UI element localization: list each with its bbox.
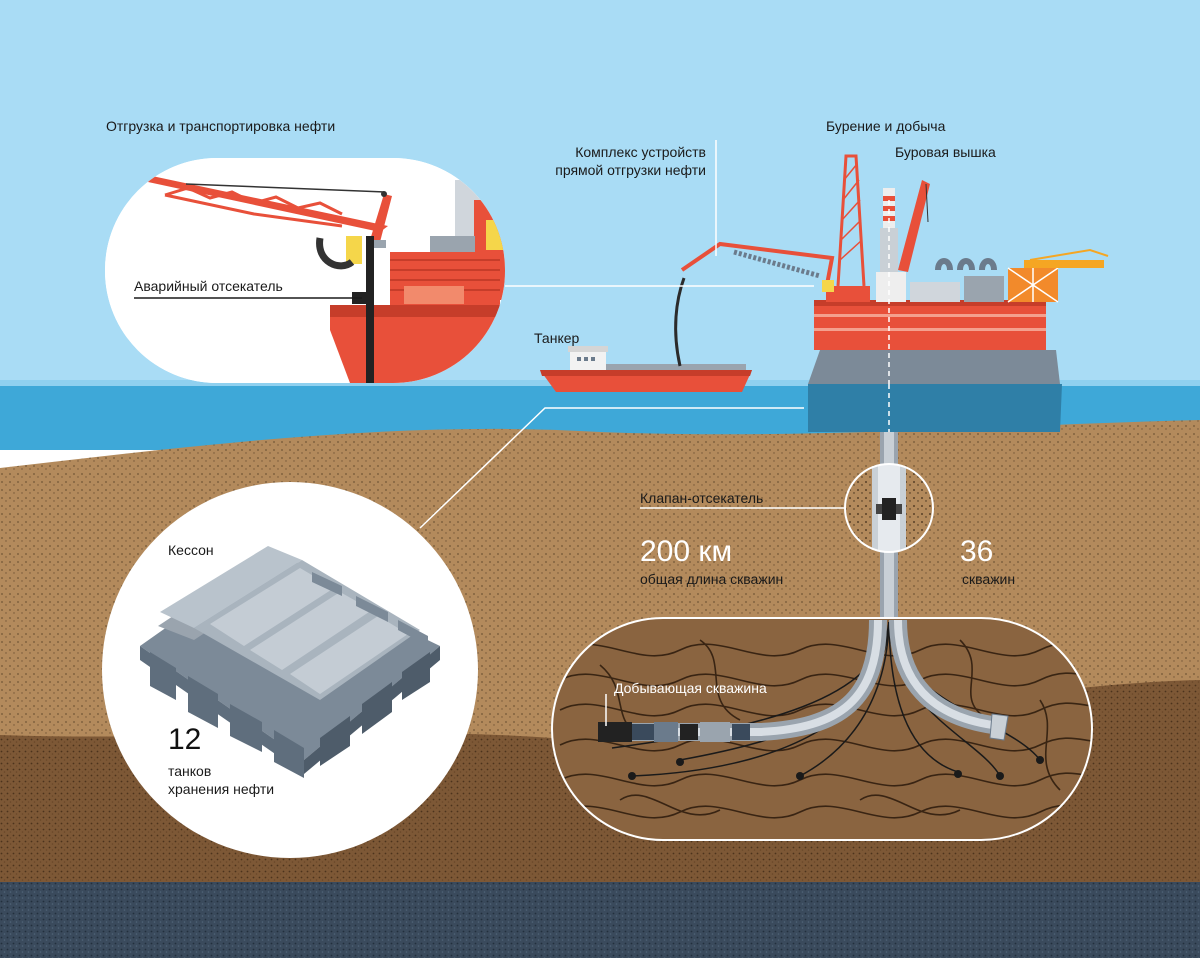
ship-detail-callout bbox=[105, 158, 505, 383]
total-length-value: 200 км bbox=[640, 535, 733, 568]
producing-well-label: Добывающая скважина bbox=[614, 680, 767, 696]
tanks-caption-line1: танков bbox=[168, 763, 212, 779]
well-field-callout bbox=[551, 617, 1093, 841]
shipping-label: Отгрузка и транспортировка нефти bbox=[106, 118, 336, 134]
drilling-label: Бурение и добыча bbox=[826, 118, 946, 134]
cutoff-valve-label: Клапан-отсекатель bbox=[640, 490, 764, 506]
derrick-label: Буровая вышка bbox=[895, 144, 996, 160]
tanks-count-value: 12 bbox=[168, 723, 202, 756]
offshore-platform bbox=[680, 154, 1109, 432]
total-length-caption: общая длина скважин bbox=[640, 571, 784, 587]
tanker bbox=[540, 346, 752, 392]
tanks-caption-line2: хранения нефти bbox=[168, 781, 275, 797]
tanker-label: Танкер bbox=[534, 330, 580, 346]
caisson-callout bbox=[102, 482, 478, 858]
wells-count-caption: скважин bbox=[962, 571, 1016, 587]
direct-loading-label-line1: Комплекс устройств bbox=[575, 144, 706, 160]
emergency-valve-label: Аварийный отсекатель bbox=[134, 278, 283, 294]
caisson-label: Кессон bbox=[168, 542, 214, 558]
direct-loading-label-line2: прямой отгрузки нефти bbox=[555, 162, 706, 178]
wells-count-value: 36 bbox=[960, 535, 994, 568]
